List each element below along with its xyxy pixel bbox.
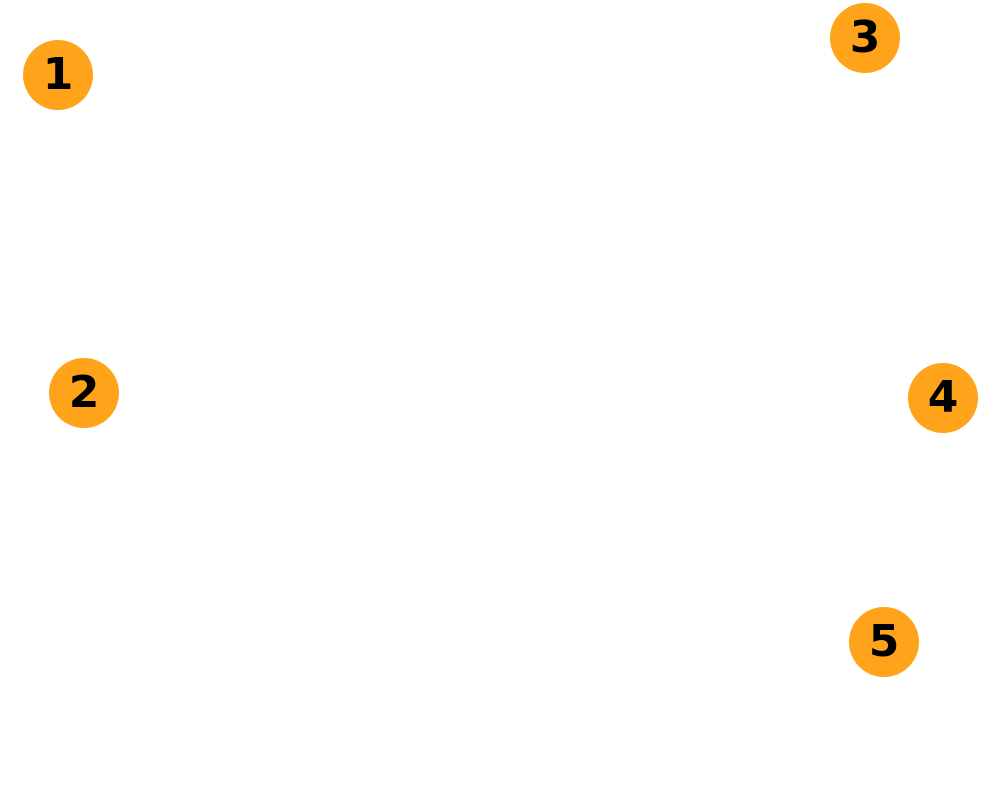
marker-5: 5	[849, 607, 919, 677]
marker-4: 4	[908, 363, 978, 433]
marker-3: 3	[830, 3, 900, 73]
marker-1: 1	[23, 40, 93, 110]
marker-2: 2	[49, 358, 119, 428]
